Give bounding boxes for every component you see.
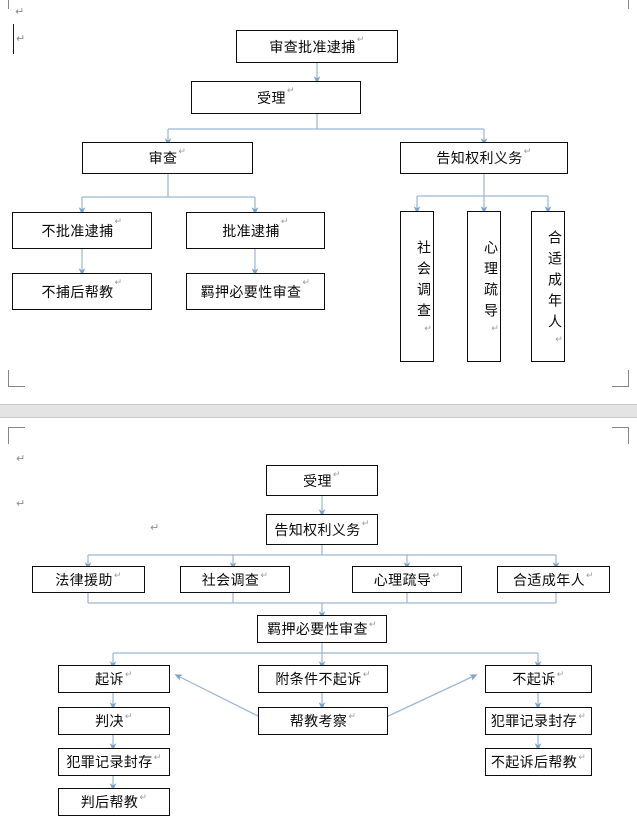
paragraph-mark: ↵ [16, 452, 26, 465]
node-after-non-prosecution-help[interactable]: 不起诉后帮教↵ [485, 748, 592, 776]
paragraph-mark: ↵ [556, 670, 565, 680]
paragraph-mark: ↵ [16, 32, 26, 45]
node-review[interactable]: 审查↵ [82, 142, 253, 174]
crop-mark-top-right [612, 0, 629, 9]
node-conditional-non-prosecution[interactable]: 附条件不起诉↵ [258, 665, 388, 693]
node-label: 不捕后帮教 [41, 284, 114, 301]
node-no-approve-arrest[interactable]: 不批准逮捕↵ [12, 212, 152, 249]
node-social-survey[interactable]: 社会调查↵ [400, 211, 434, 362]
node-label: 羁押必要性审查 [267, 622, 368, 638]
node-record-seal-left[interactable]: 犯罪记录封存↵ [58, 748, 170, 776]
node-label: 判后帮教 [80, 795, 139, 811]
page-break-band [0, 404, 637, 418]
node-label: 审查 [148, 151, 178, 167]
crop-mark-bottom-right [612, 370, 629, 387]
paragraph-mark: ↵ [554, 334, 564, 352]
paragraph-mark: ↵ [362, 670, 371, 680]
node-label: 帮教考察 [289, 714, 348, 730]
paragraph-mark: ↵ [114, 278, 123, 288]
node-label: 批准逮捕 [222, 223, 280, 240]
paragraph-mark: ↵ [153, 753, 162, 763]
page-break-region [0, 395, 637, 425]
paragraph-mark: ↵ [286, 86, 295, 96]
node-label: 附条件不起诉 [275, 672, 362, 688]
page-two: ↵ ↵ ↵ [0, 425, 637, 816]
paragraph-mark: ↵ [16, 497, 26, 510]
node-label: 审查批准逮捕 [269, 39, 356, 56]
node-suitable-adult[interactable]: 合适成年人↵ [531, 211, 565, 362]
node-label: 判决 [95, 714, 124, 730]
node-detention-necessity[interactable]: 羁押必要性审查↵ [186, 273, 325, 310]
node-accept[interactable]: 受理↵ [191, 81, 361, 114]
node-non-prosecution[interactable]: 不起诉↵ [485, 665, 592, 693]
node-label: 社会调查 [201, 572, 260, 589]
node-label: 羁押必要性审查 [200, 284, 302, 301]
node-label: 犯罪记录封存 [490, 714, 578, 730]
paragraph-mark: ↵ [523, 147, 532, 157]
paragraph-mark: ↵ [432, 571, 441, 581]
node-psych-counsel[interactable]: 心理疏导↵ [467, 211, 501, 362]
node-label: 受理 [257, 90, 286, 107]
crop-mark-top-right [612, 427, 629, 444]
node-approve-arrest[interactable]: 批准逮捕↵ [186, 212, 325, 249]
node-notify-rights[interactable]: 告知权利义务↵ [266, 514, 378, 545]
paragraph-mark: ↵ [124, 670, 133, 680]
paragraph-mark: ↵ [361, 519, 370, 529]
node-accept[interactable]: 受理↵ [266, 465, 378, 496]
crop-mark-bottom-left [8, 370, 25, 387]
node-prosecute[interactable]: 起诉↵ [58, 665, 170, 693]
node-label: 告知权利义务 [436, 151, 523, 167]
crop-mark-top-left [8, 0, 25, 9]
node-label: 告知权利义务 [274, 522, 361, 539]
paragraph-mark: ↵ [178, 147, 187, 157]
node-judgment[interactable]: 判决↵ [58, 707, 170, 735]
node-label: 起诉 [95, 672, 124, 688]
paragraph-mark: ↵ [124, 712, 133, 722]
paragraph-mark: ↵ [260, 571, 269, 581]
paragraph-mark: ↵ [302, 278, 311, 288]
node-approve-arrest-review[interactable]: 审查批准逮捕↵ [236, 30, 398, 63]
node-label: 法律援助 [55, 572, 113, 589]
node-after-no-arrest-help[interactable]: 不捕后帮教↵ [12, 273, 152, 310]
paragraph-mark: ↵ [348, 712, 357, 722]
node-suitable-adult[interactable]: 合适成年人↵ [497, 566, 610, 593]
page-one: ↵ ↵ [0, 0, 637, 395]
node-label: 不起诉 [512, 672, 556, 688]
node-label: 不起诉后帮教 [490, 755, 578, 771]
node-social-survey[interactable]: 社会调查↵ [180, 566, 290, 593]
node-help-inspection[interactable]: 帮教考察↵ [258, 707, 388, 735]
node-label: 合适成年人 [546, 229, 562, 335]
paragraph-mark: ↵ [490, 324, 500, 341]
paragraph-mark: ↵ [578, 712, 587, 722]
node-record-seal-right[interactable]: 犯罪记录封存↵ [485, 707, 592, 735]
paragraph-mark: ↵ [114, 217, 123, 227]
node-label: 心理疏导 [482, 240, 498, 324]
paragraph-mark: ↵ [280, 217, 289, 227]
paragraph-mark: ↵ [578, 753, 587, 763]
paragraph-mark: ↵ [368, 620, 377, 630]
paragraph-mark: ↵ [139, 793, 148, 803]
node-psych-counsel[interactable]: 心理疏导↵ [352, 566, 462, 593]
paragraph-mark: ↵ [423, 324, 433, 341]
node-label: 不批准逮捕 [41, 223, 114, 240]
crop-mark-top-left [8, 427, 25, 444]
node-label: 犯罪记录封存 [66, 755, 153, 771]
node-legal-aid[interactable]: 法律援助↵ [32, 566, 145, 593]
node-notify-rights[interactable]: 告知权利义务↵ [400, 142, 568, 174]
node-after-judgment-help[interactable]: 判后帮教↵ [58, 788, 170, 816]
paragraph-mark: ↵ [332, 470, 341, 480]
text-caret [13, 24, 14, 54]
node-detention-necessity[interactable]: 羁押必要性审查↵ [257, 615, 387, 643]
node-label: 受理 [303, 473, 332, 490]
paragraph-mark: ↵ [15, 5, 25, 18]
paragraph-mark: ↵ [586, 571, 594, 581]
paragraph-mark: ↵ [356, 35, 365, 45]
paragraph-mark: ↵ [113, 571, 122, 581]
node-label: 合适成年人 [513, 572, 586, 589]
node-label: 心理疏导 [373, 572, 432, 589]
paragraph-mark: ↵ [150, 521, 160, 534]
node-label: 社会调查 [415, 240, 431, 324]
